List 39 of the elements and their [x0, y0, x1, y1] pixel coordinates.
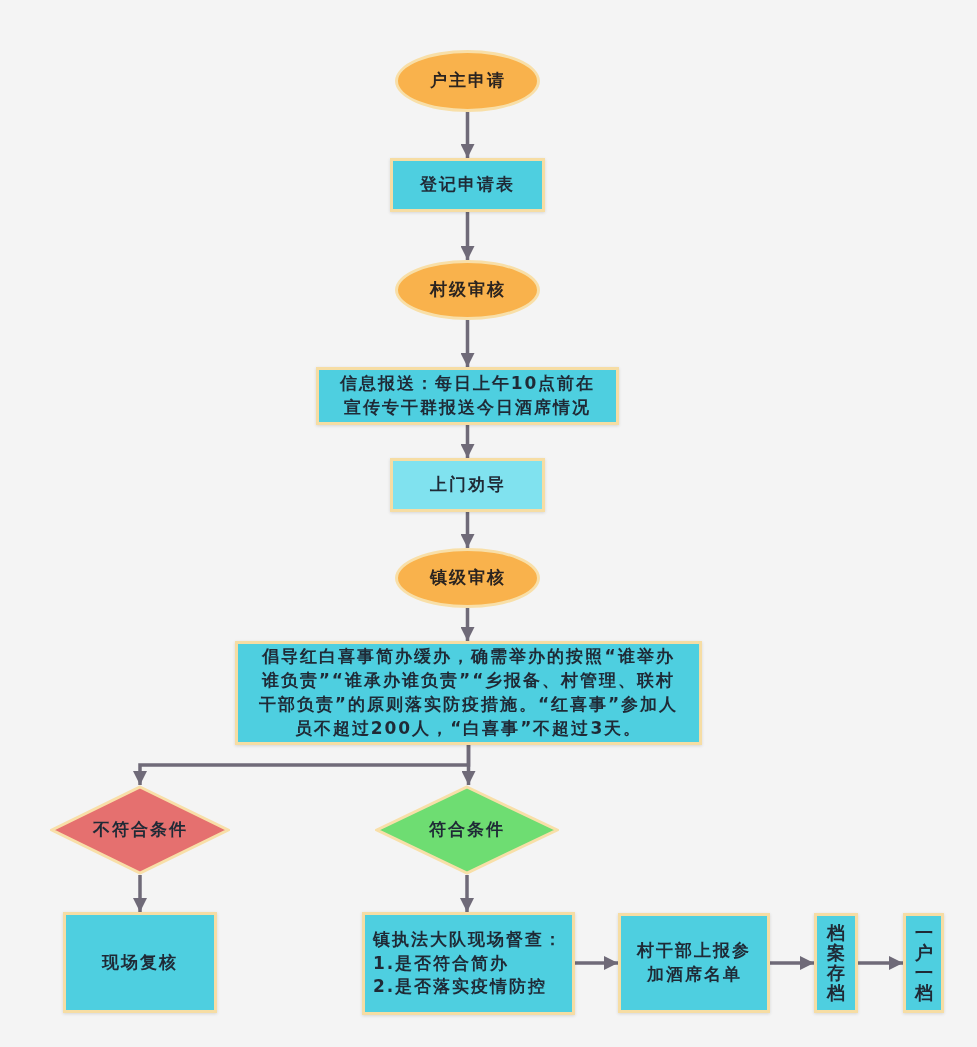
- box-text: 一户一档: [914, 923, 933, 1003]
- arrow: [460, 212, 475, 260]
- box-text: 村干部上报参加酒席名单: [637, 939, 751, 986]
- box-text: 1.是否符合简办: [373, 951, 510, 975]
- process-box: [390, 458, 545, 512]
- decision-text: 符合条件: [429, 818, 505, 842]
- box-text: 镇执法大队现场督查：: [373, 927, 563, 951]
- oval-text: 户主申请: [429, 69, 506, 93]
- decision-diamond: [50, 785, 230, 875]
- process-box: [235, 641, 702, 745]
- oval-text: 村级审核: [429, 278, 506, 302]
- oval-text: 镇级审核: [429, 566, 506, 590]
- box-text: 登记申请表: [420, 173, 515, 197]
- process-box: [390, 158, 545, 212]
- arrow: [460, 512, 475, 548]
- decision-diamond: [375, 785, 559, 875]
- arrow: [770, 956, 814, 970]
- box-text: 2.是否落实疫情防控: [373, 975, 548, 999]
- box-text: 倡导红白喜事简办缓办，确需举办的按照“谁举办谁负责”“谁承办谁负责”“乡报备、村管理、联村干部负责”的原则落实防疫措施。“红喜事”参加人员不超过200人，“白喜事”不超过3天。: [257, 645, 680, 740]
- arrow: [461, 745, 476, 785]
- box-text: 现场复核: [102, 950, 178, 974]
- arrow: [460, 112, 475, 158]
- arrow: [460, 608, 475, 641]
- decision-text: 不符合条件: [92, 818, 188, 842]
- arrow: [460, 320, 475, 367]
- process-box: [903, 913, 944, 1013]
- process-box: [316, 367, 619, 425]
- process-box: [63, 912, 217, 1013]
- process-box: [618, 913, 770, 1013]
- process-box: [362, 912, 575, 1015]
- arrow: [460, 875, 474, 912]
- process-box: [814, 913, 858, 1013]
- box-text: 信息报送：每日上午10点前在宣传专干群报送今日酒席情况: [339, 372, 596, 419]
- arrow: [133, 875, 147, 912]
- arrow: [858, 956, 903, 970]
- arrow: [575, 956, 618, 970]
- arrow: [460, 425, 475, 458]
- box-text: 档案存档: [827, 923, 845, 1003]
- box-text: 上门劝导: [429, 473, 506, 497]
